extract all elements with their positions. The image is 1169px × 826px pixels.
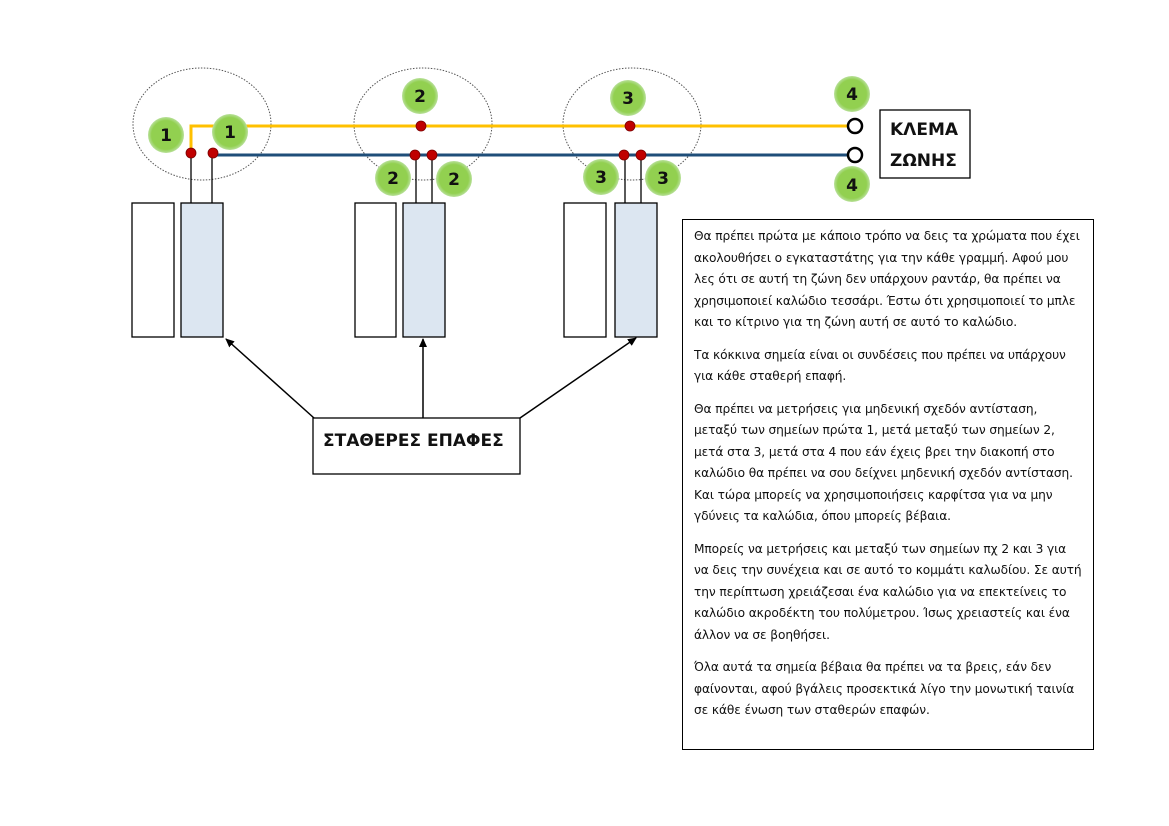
badge-number: 3: [595, 168, 607, 188]
connection-point: [426, 149, 438, 161]
connection-point: [409, 149, 421, 161]
badge-number: 2: [448, 170, 460, 190]
badge-number: 4: [846, 176, 858, 196]
badge-number: 2: [387, 169, 399, 189]
badge-number: 3: [622, 89, 634, 109]
contact-3-right: [614, 202, 658, 338]
badge-4b: 4: [834, 166, 870, 202]
terminal-label-line1: ΚΛΕΜΑ: [890, 120, 959, 140]
badge-2c: 2: [436, 161, 472, 197]
contacts-label: ΣΤΑΘΕΡΕΣ ΕΠΑΦΕΣ: [323, 431, 504, 451]
badge-number: 2: [414, 87, 426, 107]
terminal-blue-icon: [846, 146, 864, 164]
badge-2a: 2: [402, 78, 438, 114]
connection-points: [185, 120, 647, 161]
badge-number: 1: [224, 123, 236, 143]
contact-1-left: [131, 202, 175, 338]
contact-1-right: [180, 202, 224, 338]
connection-point: [618, 149, 630, 161]
instructions-paragraph: Όλα αυτά τα σημεία βέβαια θα πρέπει να τ…: [694, 660, 1075, 717]
yellow-wire: [189, 124, 848, 153]
terminal-label-line2: ΖΩΝΗΣ: [890, 151, 957, 171]
zone-ellipse-3: [562, 67, 702, 181]
instructions-textbox: Θα πρέπει πρώτα με κάποιο τρόπο να δεις …: [682, 219, 1094, 750]
badge-3a: 3: [610, 80, 646, 116]
connection-point: [635, 149, 647, 161]
badge-number: 1: [160, 126, 172, 146]
badge-number: 3: [657, 169, 669, 189]
contact-2-right: [402, 202, 446, 338]
contacts-label-box: [312, 417, 521, 475]
contact-3-left: [563, 202, 607, 338]
instructions-paragraph: Μπορείς να μετρήσεις και μεταξύ των σημε…: [694, 541, 1082, 642]
terminal-label-box: [879, 109, 971, 179]
arrow-to-contact-3: [519, 337, 637, 419]
zone-ellipse-2: [353, 67, 493, 181]
badge-3b: 3: [583, 159, 619, 195]
instructions-paragraph: Τα κόκκινα σημεία είναι οι συνδέσεις που…: [694, 347, 1066, 384]
connection-point: [185, 147, 197, 159]
connection-point: [415, 120, 427, 132]
connection-point: [207, 147, 219, 159]
contact-leads: [190, 153, 642, 203]
badge-1a: 1: [148, 117, 184, 153]
instructions-paragraph: Θα πρέπει να μετρήσεις για μηδενική σχεδ…: [694, 401, 1073, 524]
terminal-yellow-icon: [846, 117, 864, 135]
badge-number: 4: [846, 85, 858, 105]
zone-ellipse-1: [132, 67, 272, 181]
badge-4a: 4: [834, 76, 870, 112]
badge-1b: 1: [212, 114, 248, 150]
badge-2b: 2: [375, 160, 411, 196]
contact-2-left: [354, 202, 397, 338]
arrow-to-contact-1: [225, 338, 315, 419]
instructions-paragraph: Θα πρέπει πρώτα με κάποιο τρόπο να δεις …: [694, 229, 1080, 329]
badge-3c: 3: [645, 160, 681, 196]
connection-point: [624, 120, 636, 132]
